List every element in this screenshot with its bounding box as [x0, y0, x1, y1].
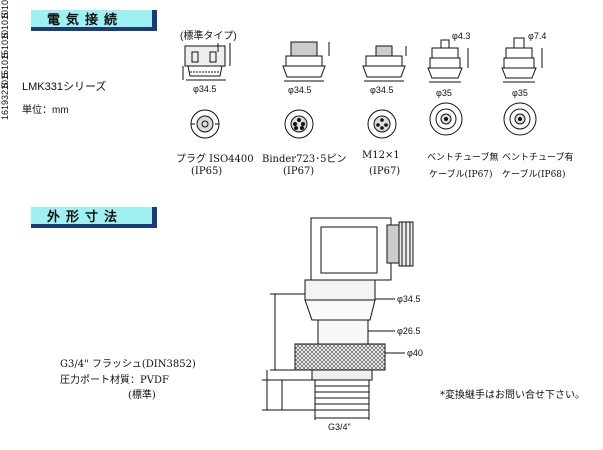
connector-binder-side: [282, 41, 330, 139]
connector-iso4400-side: [182, 43, 231, 139]
c4-name: ベントチューブ無: [427, 153, 499, 163]
c4-rating: ケーブル(IP67): [429, 170, 493, 180]
unit-label: 単位：mm: [22, 105, 69, 116]
c5-name: ベントチューブ有: [502, 153, 574, 163]
dim-d345: φ34.5: [397, 294, 421, 304]
dim-thread: G3/4": [328, 422, 351, 432]
dim-h16: 16: [0, 109, 10, 120]
series-name: LMK331シリーズ: [22, 81, 107, 93]
c1-rating: (IP65): [191, 166, 223, 177]
section-header-electrical: 電気接続: [31, 10, 157, 31]
c5-rating: ケーブル(IP68): [502, 170, 566, 180]
c3-rating: (IP67): [369, 166, 401, 177]
section-header-external: 外形寸法: [31, 207, 157, 228]
connector-cable-novent-side: [427, 39, 469, 136]
c2-name: Binder723･5ピン: [262, 154, 347, 165]
c4-dim-dia: φ35: [436, 88, 452, 98]
note-inquiry: *変換継手はお問い合せ下さい。: [440, 390, 585, 401]
c1-name: プラグ ISO4400: [176, 154, 254, 165]
c2-rating: (IP67): [283, 166, 315, 177]
c2-dim-dia: φ34.5: [288, 85, 312, 95]
sensor-outline-drawing: [262, 217, 414, 420]
connector-m12-side: [362, 45, 407, 139]
connector-cable-vent-side: [501, 37, 543, 136]
c3-name: M12×1: [362, 150, 400, 161]
c5-dim-cable: φ7.4: [528, 31, 547, 41]
note-material: 圧力ポート材質：PVDF: [60, 375, 169, 386]
c1-dim-dia: φ34.5: [193, 84, 217, 94]
dim-d265: φ26.5: [397, 326, 421, 336]
c5-dim-dia: φ35: [512, 88, 528, 98]
standard-type-label: (標準タイプ): [180, 31, 237, 42]
c4-dim-cable: φ4.3: [452, 31, 471, 41]
dim-d40: φ40: [407, 348, 423, 358]
c3-dim-dia: φ34.5: [370, 85, 394, 95]
note-flush: G3/4" フラッシュ(DIN3852): [60, 359, 196, 370]
note-standard: (標準): [128, 390, 156, 401]
